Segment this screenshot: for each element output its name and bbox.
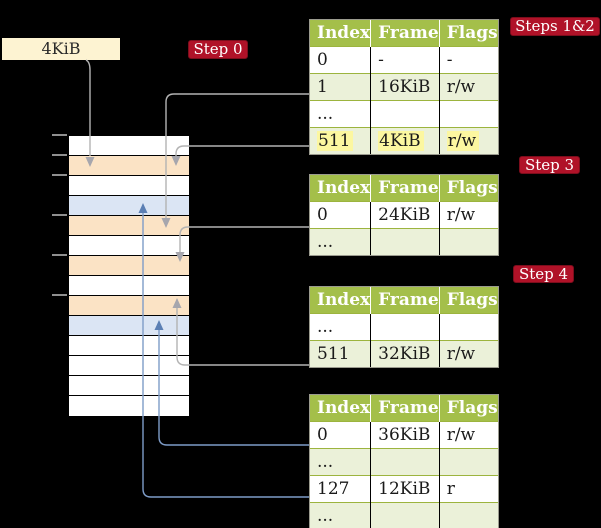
memory-tick [52, 294, 67, 296]
memory-frame-row-blue [69, 196, 189, 216]
memory-tick [52, 174, 67, 176]
table-cell: 16KiB [370, 73, 440, 101]
table-cell: 0 [310, 201, 371, 229]
column-header-index: Index [310, 395, 371, 422]
table-cell [438, 502, 498, 528]
table-row: ... [310, 228, 498, 255]
memory-frame-row-white [69, 396, 189, 416]
memory-tick [52, 134, 67, 136]
table-cell [438, 313, 498, 341]
memory-frame-row-orange [69, 296, 189, 316]
table-cell: r [438, 475, 498, 503]
table-row: 511 4KiB r/w [310, 127, 498, 154]
table-cell: 1 [310, 73, 371, 101]
column-header-flags: Flags [438, 287, 498, 314]
memory-frame-row-white [69, 376, 189, 396]
memory-frame-row-blue [69, 316, 189, 336]
table-cell [370, 228, 440, 255]
column-header-frame: Frame [370, 395, 440, 422]
memory-frame-row-white [69, 236, 189, 256]
memory-frame-row-white [69, 356, 189, 376]
table-row: ... [310, 313, 498, 341]
table-row: 0-- [310, 46, 498, 74]
badge-step-4: Step 4 [513, 265, 574, 283]
table-cell: 0 [310, 46, 371, 74]
memory-frame-row-white [69, 276, 189, 296]
table-cell [370, 502, 440, 528]
column-header-index: Index [310, 20, 371, 47]
memory-tick [52, 214, 67, 216]
table-cell: 511 [310, 340, 371, 367]
table-cell: 32KiB [370, 340, 440, 367]
table-cell: r/w [438, 340, 498, 367]
column-header-index: Index [310, 287, 371, 314]
table-cell: r/w [438, 421, 498, 449]
table-cell: 12KiB [370, 475, 440, 503]
memory-frame-row-orange [69, 156, 189, 176]
column-header-frame: Frame [370, 287, 440, 314]
table-row: ... [310, 502, 498, 528]
memory-frame-row-orange [69, 256, 189, 276]
highlighted-value: 4KiB [378, 131, 424, 151]
table-cell: ... [310, 228, 371, 255]
table-cell: 511 [310, 127, 371, 154]
column-header-flags: Flags [438, 175, 498, 202]
table-cell: 127 [310, 475, 371, 503]
physical-memory-column [68, 135, 190, 417]
table-cell: - [370, 46, 440, 74]
memory-frame-row-white [69, 336, 189, 356]
table-row: ... [310, 100, 498, 128]
column-header-frame: Frame [370, 175, 440, 202]
highlighted-value: r/w [446, 131, 480, 151]
table-cell: 4KiB [370, 127, 440, 154]
highlighted-value: 511 [317, 131, 354, 151]
table-cell: ... [310, 502, 371, 528]
column-header-flags: Flags [438, 20, 498, 47]
table-cell: 36KiB [370, 421, 440, 449]
memory-frame-row-orange [69, 216, 189, 236]
table-cell: ... [310, 313, 371, 341]
memory-frame-row-white [69, 136, 189, 156]
table-cell [370, 313, 440, 341]
table-cell: ... [310, 448, 371, 476]
memory-tick [52, 154, 67, 156]
memory-tick [52, 254, 67, 256]
badge-step-3: Step 3 [519, 156, 580, 174]
table-cell: ... [310, 100, 371, 128]
table-cell: r/w [438, 127, 498, 154]
badge-steps-1-2: Steps 1&2 [510, 17, 600, 36]
badge-step-0: Step 0 [188, 40, 248, 59]
table-cell: - [438, 46, 498, 74]
table-row: ... [310, 448, 498, 476]
table-cell [438, 448, 498, 476]
table-cell: 0 [310, 421, 371, 449]
table-cell: r/w [438, 201, 498, 229]
table-cell [438, 228, 498, 255]
frame-size-label: 4KiB [2, 38, 120, 60]
column-header-flags: Flags [438, 395, 498, 422]
table-cell: 24KiB [370, 201, 440, 229]
table-cell [438, 100, 498, 128]
table-cell [370, 100, 440, 128]
column-header-frame: Frame [370, 20, 440, 47]
column-header-index: Index [310, 175, 371, 202]
table-cell [370, 448, 440, 476]
memory-frame-row-white [69, 176, 189, 196]
table-cell: r/w [438, 73, 498, 101]
